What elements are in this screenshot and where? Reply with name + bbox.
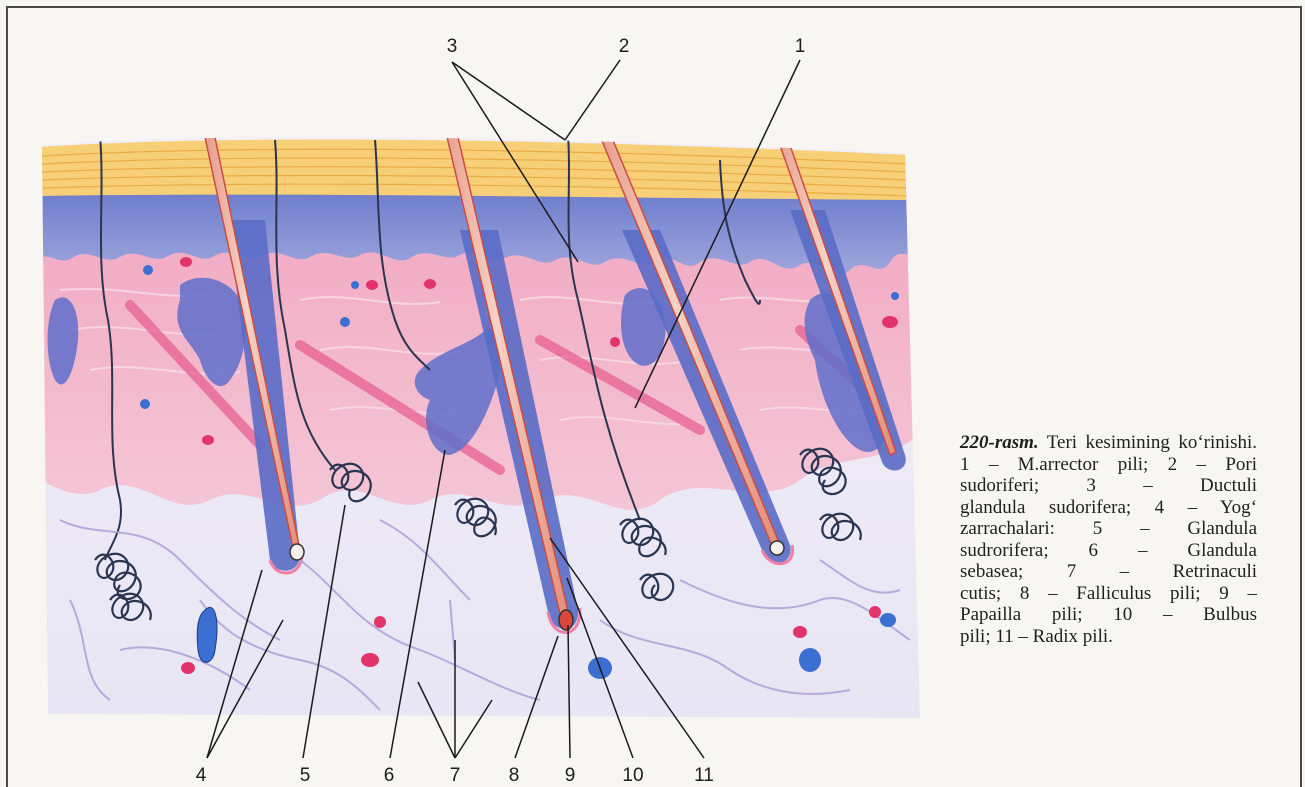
callout-5: 5 xyxy=(300,765,311,786)
legend-line-5: sudrorifera; 6 – Glandula xyxy=(960,540,1257,562)
legend-line-7: cutis; 8 – Falliculus pili; 9 – xyxy=(960,583,1257,605)
callout-7: 7 xyxy=(450,765,461,786)
callout-2: 2 xyxy=(619,36,630,57)
figure-number: 220-rasm. xyxy=(960,432,1039,453)
caption-title-line: 220-rasm. Teri kesimining ko‘rinishi. xyxy=(960,432,1257,454)
callout-8: 8 xyxy=(509,765,520,786)
callout-10: 10 xyxy=(622,765,643,786)
figure-title: Teri kesimining ko‘rinishi. xyxy=(1047,432,1257,453)
figure-caption: 220-rasm. Teri kesimining ko‘rinishi. 1 … xyxy=(960,432,1257,647)
legend-line-6: sebasea; 7 – Retrinaculi xyxy=(960,561,1257,583)
callout-6: 6 xyxy=(384,765,395,786)
legend-line-2: sudoriferi; 3 – Ductuli xyxy=(960,475,1257,497)
callout-4: 4 xyxy=(196,765,207,786)
legend-line-4: zarrachalari: 5 – Glandula xyxy=(960,518,1257,540)
callout-1: 1 xyxy=(795,36,806,57)
legend-line-9: pili; 11 – Radix pili. xyxy=(960,626,1257,648)
legend-line-1: 1 – M.arrector pili; 2 – Pori xyxy=(960,454,1257,476)
legend-line-3: glandula sudorifera; 4 – Yog‘ xyxy=(960,497,1257,519)
callout-11: 11 xyxy=(694,765,714,786)
top-callouts: 3 2 1 xyxy=(447,36,806,57)
legend-line-8: Papailla pili; 10 – Bulbus xyxy=(960,604,1257,626)
callout-3: 3 xyxy=(447,36,458,57)
tissue-block xyxy=(30,38,930,730)
callout-9: 9 xyxy=(565,765,576,786)
bottom-callouts: 4 5 6 7 8 9 10 11 xyxy=(196,765,714,786)
